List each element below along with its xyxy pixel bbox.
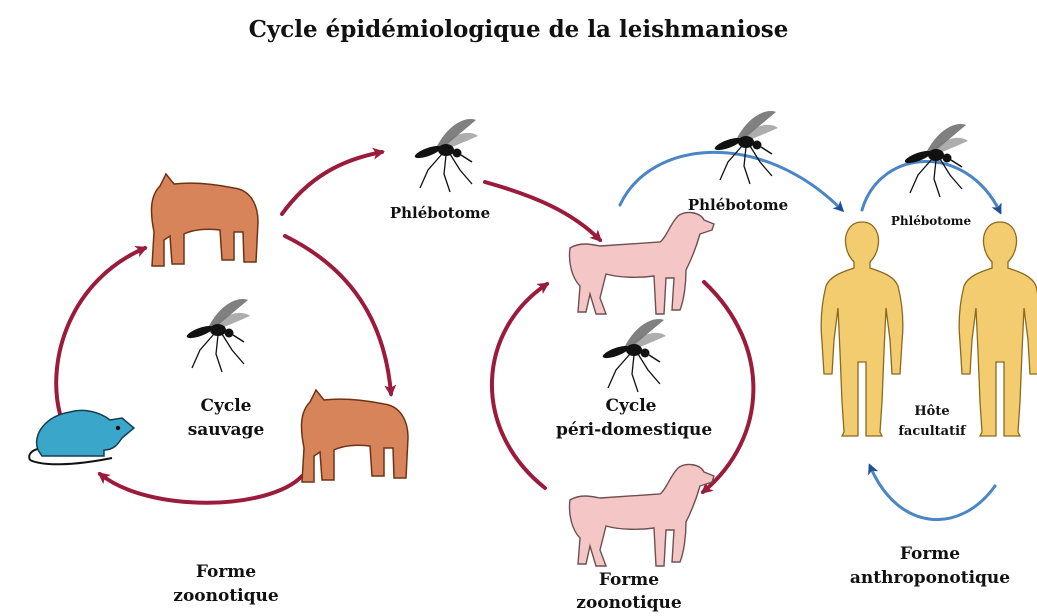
label-forme-zoonotique-1-line2: zoonotique [166, 586, 286, 606]
label-phlebotome-anthroponotic: Phlébotome [876, 214, 986, 228]
label-phlebotome-peridomestic: Phlébotome [682, 196, 794, 214]
peridomestic-cycle-arrows [492, 282, 753, 492]
label-cycle-peridomestique-2: péri-domestique [556, 420, 706, 440]
label-forme-zoonotique-1-line1: Forme [176, 562, 276, 582]
fox-icon [152, 174, 258, 266]
diagram-title: Cycle épidémiologique de la leishmaniose [0, 16, 1037, 44]
label-hote-1: Hôte [882, 404, 982, 420]
arrow-dog-return [492, 284, 547, 488]
anthroponotic-arrows [620, 152, 1000, 519]
dog-icon [569, 213, 714, 314]
dog-icon [569, 465, 714, 566]
sandfly-icon [185, 299, 250, 372]
fox-icon [302, 390, 408, 482]
label-cycle-sauvage-1: Cycle [176, 396, 276, 416]
arrow-human-to-human-top [862, 161, 1000, 212]
label-forme-anthroponotique-2: anthroponotique [844, 568, 1016, 588]
label-forme-zoonotique-2-line1: Forme [574, 570, 684, 590]
arrow-human-to-human-bottom [870, 466, 995, 520]
label-cycle-peridomestique-1: Cycle [556, 396, 706, 416]
label-phlebotome-sylvatic: Phlébotome [384, 204, 496, 222]
rodent-icon [29, 410, 134, 464]
sandfly-icon [713, 111, 778, 184]
arrow-rodent-to-fox [56, 248, 145, 414]
sandfly-icon [601, 319, 666, 392]
arrow-fox-to-fox [285, 236, 391, 394]
arrow-sandfly-to-dog [485, 182, 600, 240]
label-forme-anthroponotique-1: Forme [870, 544, 990, 564]
label-forme-zoonotique-2-line2: zoonotique [569, 593, 689, 613]
arrow-dog-to-dog [703, 282, 753, 492]
label-cycle-sauvage-2: sauvage [176, 420, 276, 440]
sandfly-icon [413, 119, 478, 192]
sandfly-icon [903, 124, 968, 197]
label-hote-2: facultatif [882, 424, 982, 440]
arrow-fox-to-rodent [100, 474, 302, 503]
arrow-fox-to-sandfly [282, 152, 382, 214]
